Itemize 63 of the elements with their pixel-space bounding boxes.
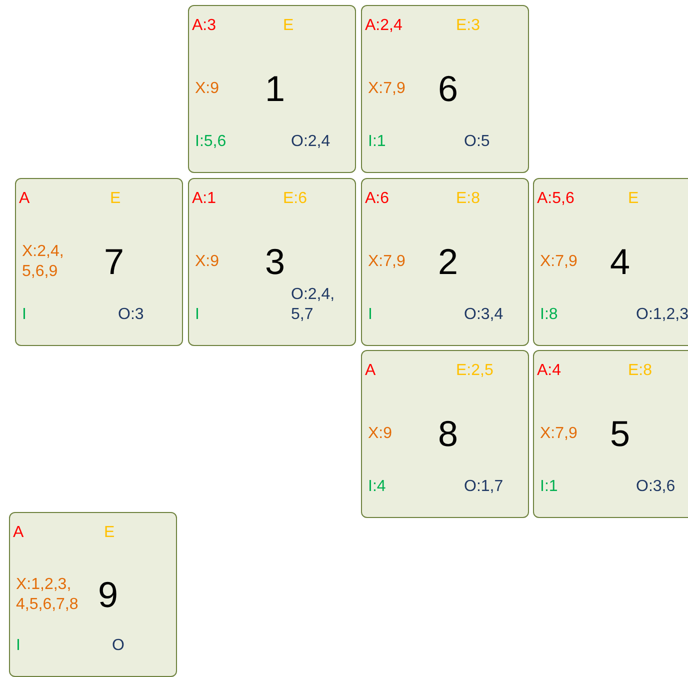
i-text: I <box>16 636 20 656</box>
node-number: 1 <box>265 68 286 110</box>
state-card <box>361 350 529 518</box>
e-text: E:8 <box>628 361 652 381</box>
i-text: I:1 <box>368 132 386 152</box>
node-number: 7 <box>104 241 124 283</box>
e-text: E <box>283 16 294 36</box>
a-text: A <box>19 189 30 209</box>
node-number: 9 <box>98 574 118 616</box>
o-text: O:3,4 <box>464 305 504 325</box>
x-text: X:9 <box>195 79 220 99</box>
o-text: O:3,6 <box>636 477 676 497</box>
a-text: A:4 <box>537 361 562 381</box>
o-text: O <box>112 636 124 656</box>
i-text: I <box>368 305 372 325</box>
e-text: E:2,5 <box>456 361 494 381</box>
state-card <box>533 178 688 346</box>
i-text: I:5,6 <box>195 132 226 152</box>
a-text: A:2,4 <box>365 16 402 36</box>
i-text: I <box>22 305 26 325</box>
o-text: O:3 <box>118 305 144 325</box>
e-text: E <box>110 189 121 209</box>
a-text: A:3 <box>192 16 216 36</box>
i-text: I <box>195 305 200 325</box>
state-card <box>361 178 529 346</box>
node-number: 8 <box>438 413 458 455</box>
e-text: E <box>628 189 639 209</box>
state-card <box>188 178 356 346</box>
state-card <box>361 5 529 173</box>
x-text: X:9 <box>195 252 220 272</box>
e-text: E <box>104 523 115 543</box>
o-text: O:5 <box>464 132 490 152</box>
state-card <box>533 350 688 518</box>
a-text: A <box>13 523 24 543</box>
node-number: 2 <box>438 241 458 283</box>
node-number: 3 <box>265 241 286 283</box>
x-text: X:7,9 <box>540 424 578 444</box>
i-text: I:4 <box>368 477 386 497</box>
o-text: O:1,7 <box>464 477 504 497</box>
node-number: 6 <box>438 68 458 110</box>
i-text: I:1 <box>540 477 558 497</box>
o-text: O:2,4 <box>291 132 330 152</box>
state-card <box>15 178 183 346</box>
a-text: A:6 <box>365 189 390 209</box>
x-text: X:9 <box>368 424 394 444</box>
x-text: X:2,4, 5,6,9 <box>22 242 65 282</box>
state-card <box>9 512 177 677</box>
e-text: E:3 <box>456 16 480 36</box>
node-number: 4 <box>610 241 630 283</box>
o-text: O:1,2,3 <box>636 305 688 325</box>
state-card <box>188 5 356 173</box>
e-text: E:8 <box>456 189 480 209</box>
e-text: E:6 <box>283 189 308 209</box>
o-text: O:2,4, 5,7 <box>291 285 336 325</box>
i-text: I:8 <box>540 305 558 325</box>
x-text: X:7,9 <box>368 252 406 272</box>
a-text: A:5,6 <box>537 189 574 209</box>
x-text: X:7,9 <box>540 252 578 272</box>
x-text: X:1,2,3, 4,5,6,7,8 <box>16 574 80 614</box>
a-text: A <box>365 361 376 381</box>
a-text: A:1 <box>192 189 216 209</box>
node-number: 5 <box>610 413 630 455</box>
x-text: X:7,9 <box>368 79 406 99</box>
